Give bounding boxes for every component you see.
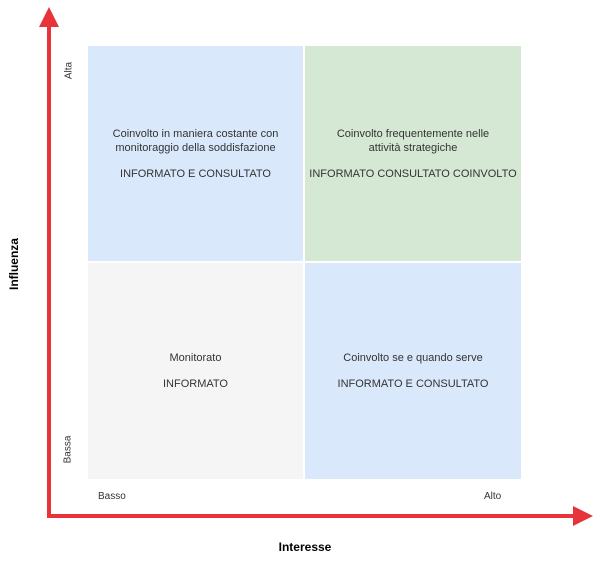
quadrant-status: INFORMATO — [163, 378, 228, 390]
quadrant-low-influence-high-interest: Coinvolto se e quando serve INFORMATO E … — [304, 262, 522, 480]
quadrant-low-influence-low-interest: Monitorato INFORMATO — [87, 262, 304, 480]
y-axis-high-label: Alta — [63, 61, 75, 80]
quadrant-description: Coinvolto frequentemente nelle attività … — [336, 127, 490, 154]
quadrant-status: INFORMATO E CONSULTATO — [337, 378, 489, 390]
x-axis-title: Interesse — [278, 540, 332, 554]
x-axis-low-label: Basso — [98, 491, 126, 502]
quadrant-description: Coinvolto in maniera costante con monito… — [112, 127, 279, 154]
y-axis-arrowhead — [39, 7, 59, 27]
y-axis-title: Influenza — [7, 238, 21, 291]
y-axis-low-label: Bassa — [62, 435, 74, 464]
x-axis-high-label: Alto — [484, 491, 502, 502]
quadrant-description: Monitorato — [169, 352, 222, 364]
x-axis-arrowhead — [573, 506, 593, 526]
quadrant-status: INFORMATO CONSULTATO COINVOLTO — [309, 167, 517, 180]
quadrant-high-influence-high-interest: Coinvolto frequentemente nelle attività … — [304, 45, 522, 262]
quadrant-description: Coinvolto se e quando serve — [343, 352, 483, 364]
quadrant-high-influence-low-interest: Coinvolto in maniera costante con monito… — [87, 45, 304, 262]
quadrant-status: INFORMATO E CONSULTATO — [120, 167, 271, 180]
